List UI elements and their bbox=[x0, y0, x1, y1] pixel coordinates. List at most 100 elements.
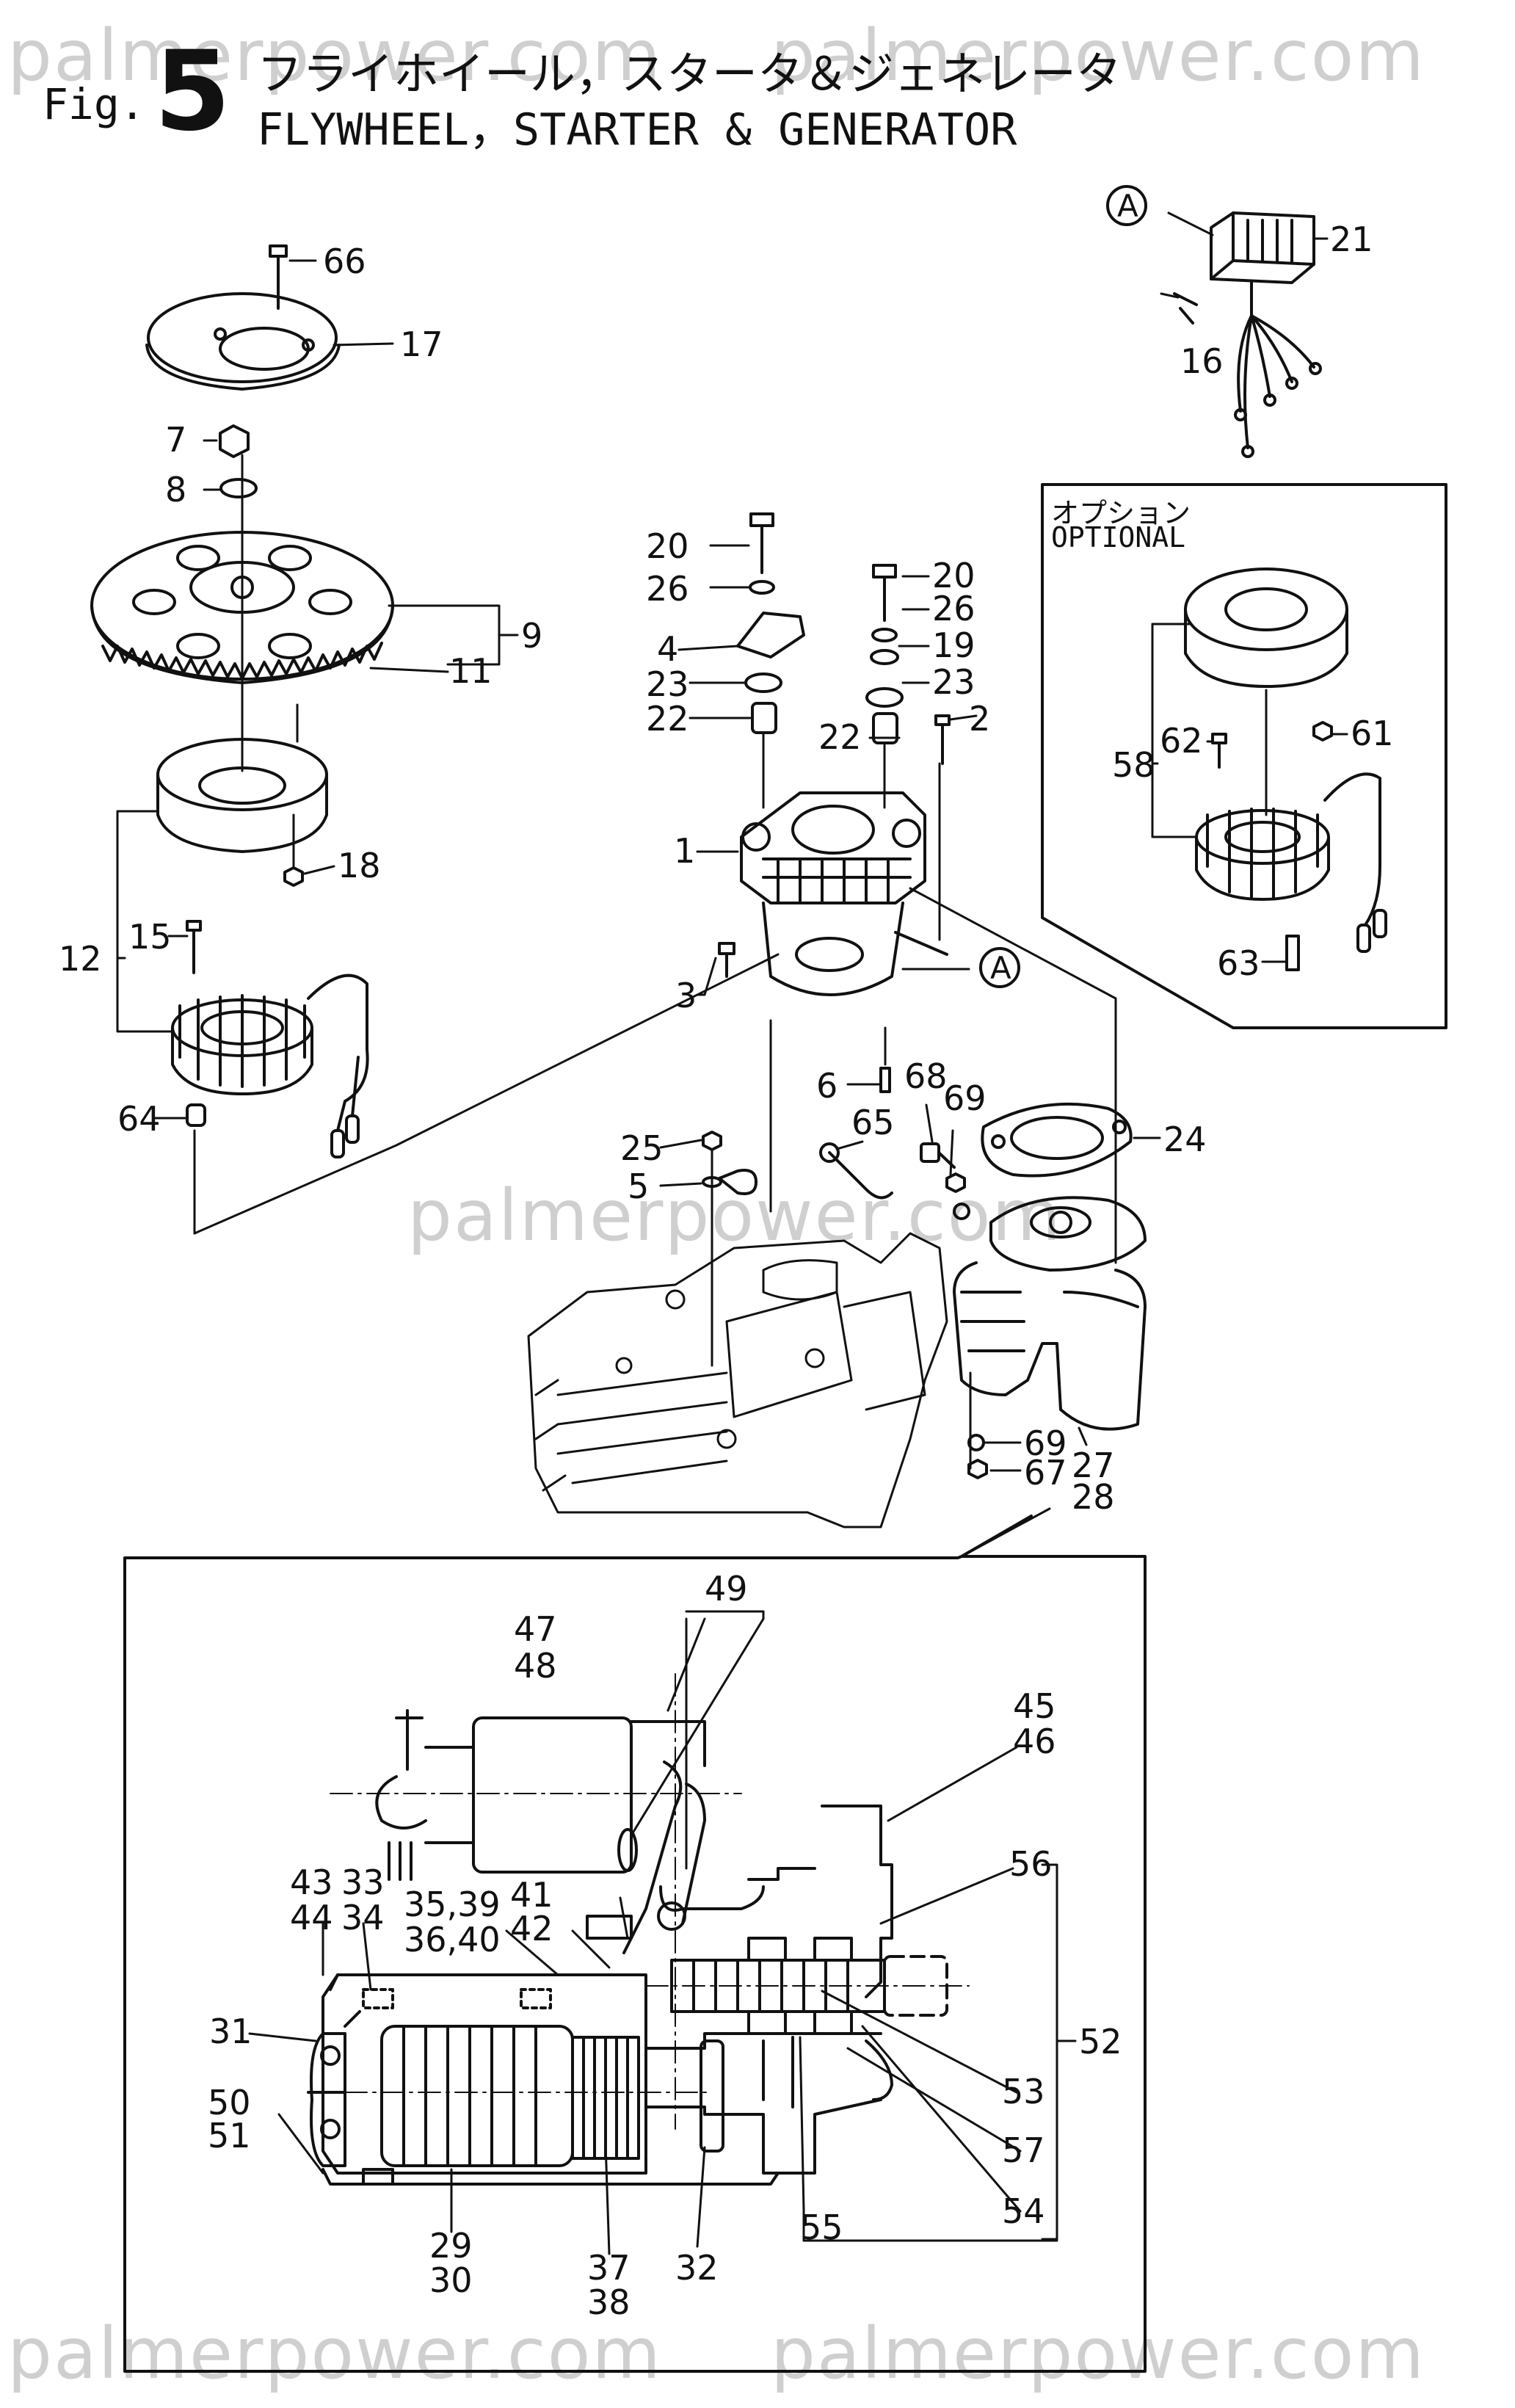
callout-23-left: 23 bbox=[646, 664, 689, 704]
watermark: palmerpower.com bbox=[771, 15, 1425, 97]
cable-65-part bbox=[828, 1151, 893, 1200]
callout-45: 45 bbox=[1013, 1686, 1056, 1726]
callout-20-right: 20 bbox=[932, 556, 976, 595]
callout-63: 63 bbox=[1217, 943, 1260, 983]
callout-27: 27 bbox=[1072, 1446, 1115, 1485]
callout-65: 65 bbox=[851, 1103, 895, 1142]
callout-64: 64 bbox=[117, 1099, 161, 1139]
optional-stator-part bbox=[1195, 772, 1387, 953]
callout-18: 18 bbox=[338, 846, 381, 885]
callout-69-top: 69 bbox=[943, 1078, 987, 1118]
callout-56: 56 bbox=[1009, 1844, 1053, 1884]
watermark: palmerpower.com bbox=[771, 2313, 1425, 2395]
callout-24: 24 bbox=[1163, 1120, 1207, 1159]
callout-1: 1 bbox=[674, 831, 695, 871]
callout-23-right: 23 bbox=[932, 662, 976, 702]
nut-67-part bbox=[967, 1459, 988, 1479]
optional-label-jp: オプション bbox=[1051, 497, 1191, 529]
title-english: FLYWHEEL，STARTER & GENERATOR bbox=[257, 104, 1017, 156]
callout-62: 62 bbox=[1160, 721, 1203, 761]
gasket-24-part bbox=[981, 1102, 1133, 1178]
connector-a-marker bbox=[979, 947, 1020, 988]
main-bracket-part bbox=[740, 791, 948, 996]
figure-number: 5 bbox=[154, 28, 231, 156]
callout-a-bracket: A bbox=[990, 950, 1011, 986]
screw-3-part bbox=[718, 942, 735, 978]
callout-15: 15 bbox=[128, 917, 172, 957]
pin-6-part bbox=[879, 1067, 891, 1093]
callout-29: 29 bbox=[429, 2226, 473, 2266]
callout-16: 16 bbox=[1180, 341, 1224, 381]
stator-coil-part bbox=[171, 973, 369, 1158]
callout-33: 33 bbox=[341, 1863, 385, 1902]
callout-6: 6 bbox=[816, 1066, 838, 1106]
callout-22-left: 22 bbox=[646, 699, 689, 739]
starter-motor-part bbox=[953, 1196, 1147, 1431]
bolt-25-part bbox=[702, 1131, 758, 1367]
callout-35-39: 35,39 bbox=[404, 1885, 501, 1924]
callout-28: 28 bbox=[1072, 1477, 1115, 1517]
optional-label-en: OPTIONAL bbox=[1051, 521, 1186, 554]
callout-58: 58 bbox=[1112, 745, 1155, 785]
callout-9: 9 bbox=[521, 616, 542, 656]
watermark: palmerpower.com bbox=[7, 2313, 662, 2395]
screw-16-part bbox=[1173, 292, 1198, 324]
bolt-66-part bbox=[269, 244, 288, 310]
bolt-68-part bbox=[920, 1142, 970, 1220]
cable-65-terminal bbox=[819, 1142, 840, 1163]
callout-38: 38 bbox=[587, 2282, 631, 2322]
callout-26-right: 26 bbox=[932, 589, 976, 628]
callout-44: 44 bbox=[290, 1898, 333, 1937]
callout-52: 52 bbox=[1079, 2022, 1122, 2061]
detail-box-frame bbox=[123, 1515, 1147, 2373]
callout-20-left: 20 bbox=[646, 526, 689, 566]
nut-64-part bbox=[186, 1103, 206, 1127]
washer-8-part bbox=[219, 478, 258, 498]
callout-50: 50 bbox=[208, 2083, 251, 2122]
optional-rotor-part bbox=[1184, 567, 1348, 688]
callout-5: 5 bbox=[628, 1167, 649, 1206]
callout-30: 30 bbox=[429, 2260, 473, 2300]
callout-49: 49 bbox=[705, 1569, 748, 1609]
optional-box-frame bbox=[1041, 483, 1447, 1029]
callout-31: 31 bbox=[209, 2012, 252, 2051]
callout-a-regulator: A bbox=[1117, 188, 1138, 224]
engine-block-part bbox=[527, 1232, 948, 1528]
callout-61: 61 bbox=[1351, 714, 1394, 753]
callout-8: 8 bbox=[165, 470, 186, 509]
callout-42: 42 bbox=[510, 1909, 553, 1948]
callout-53: 53 bbox=[1002, 2072, 1045, 2111]
callout-36-40: 36,40 bbox=[404, 1920, 501, 1959]
callout-22-right: 22 bbox=[818, 717, 862, 757]
callout-41: 41 bbox=[510, 1875, 553, 1915]
callout-34: 34 bbox=[341, 1898, 385, 1937]
bracket-bolts-part bbox=[736, 512, 951, 765]
callout-66: 66 bbox=[323, 242, 366, 281]
screw-18-part bbox=[283, 866, 304, 887]
callout-3: 3 bbox=[675, 976, 697, 1015]
figure-prefix: Fig. bbox=[43, 79, 145, 129]
callout-17: 17 bbox=[400, 324, 443, 364]
callout-68: 68 bbox=[904, 1056, 948, 1096]
callout-21: 21 bbox=[1330, 220, 1373, 259]
watermark: palmerpower.com bbox=[7, 15, 662, 97]
optional-screw-61 bbox=[1312, 721, 1333, 741]
callout-37: 37 bbox=[587, 2248, 631, 2288]
callout-26-left: 26 bbox=[646, 569, 689, 609]
callout-32: 32 bbox=[675, 2248, 719, 2288]
starter-cutaway-part bbox=[307, 1709, 948, 2186]
callout-47: 47 bbox=[514, 1609, 557, 1649]
callout-12: 12 bbox=[59, 939, 102, 979]
callout-57: 57 bbox=[1002, 2130, 1045, 2170]
regulator-part bbox=[1210, 211, 1322, 458]
flywheel-cover-part bbox=[145, 292, 341, 391]
screw-15-part bbox=[186, 920, 202, 974]
callout-25: 25 bbox=[620, 1128, 664, 1168]
callout-4: 4 bbox=[657, 629, 678, 669]
callout-67: 67 bbox=[1024, 1453, 1067, 1493]
title-japanese: フライホイール，スタータ＆ジェネレータ bbox=[257, 47, 1122, 101]
nut-7-part bbox=[219, 424, 250, 458]
callout-51: 51 bbox=[208, 2116, 251, 2155]
callout-43: 43 bbox=[290, 1863, 333, 1902]
callout-69-bottom: 69 bbox=[1024, 1424, 1067, 1463]
